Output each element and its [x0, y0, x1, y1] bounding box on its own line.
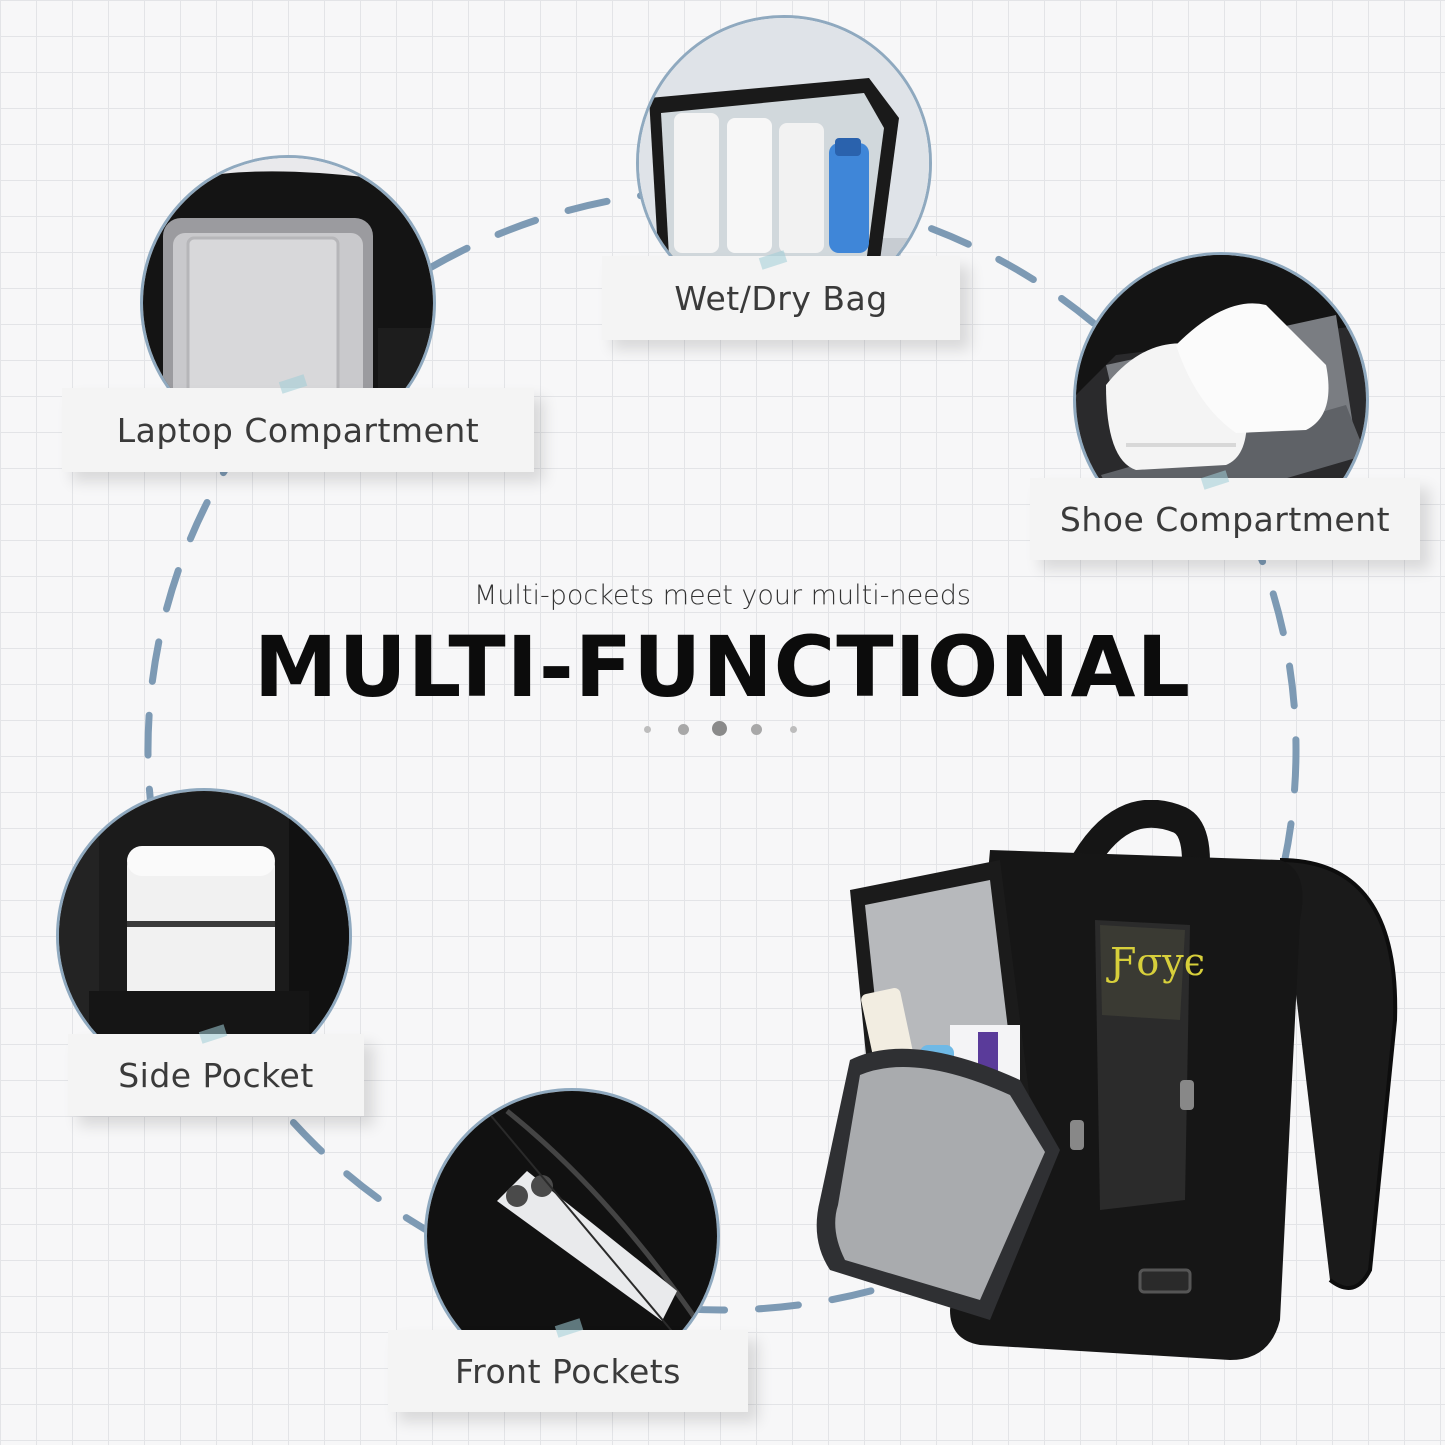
- pager-dot-active[interactable]: [712, 721, 727, 736]
- pager-dot[interactable]: [644, 726, 651, 733]
- pager-dot[interactable]: [751, 724, 762, 735]
- headline-subtitle: Multi-pockets meet your multi-needs: [473, 580, 972, 611]
- headline-title: MULTI-FUNCTIONAL: [253, 618, 1192, 716]
- wet-dry-bag-label: Wet/Dry Bag: [602, 256, 960, 340]
- laptop-compartment-label: Laptop Compartment: [62, 388, 534, 472]
- pager-dot[interactable]: [678, 724, 689, 735]
- laptop-sleeve-image: [143, 158, 433, 448]
- shoe-compartment-label: Shoe Compartment: [1030, 478, 1420, 560]
- pager-dot[interactable]: [790, 726, 797, 733]
- svg-text:Ƒσyє: Ƒσyє: [1106, 940, 1205, 984]
- front-pockets-label: Front Pockets: [388, 1330, 748, 1412]
- backpack-main-image: Ƒσyє: [816, 800, 1398, 1360]
- side-pocket-label: Side Pocket: [68, 1034, 364, 1116]
